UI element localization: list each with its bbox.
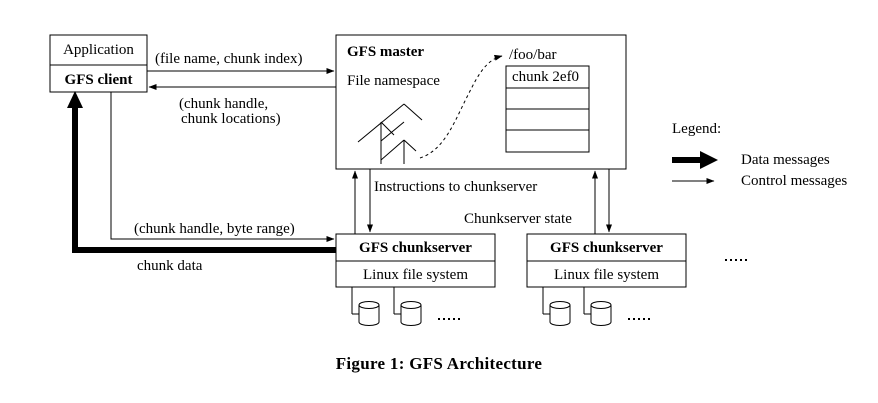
- chunkserver-1-fs: Linux file system: [363, 267, 468, 283]
- more-chunkservers: [725, 259, 747, 261]
- chunkserver-1-title: GFS chunkserver: [359, 240, 472, 256]
- reply-label-line1: (chunk handle,: [179, 96, 269, 112]
- namespace-tree: [357, 103, 423, 164]
- request-label: (file name, chunk index): [155, 51, 303, 67]
- figure-caption: Figure 1: GFS Architecture: [335, 354, 543, 373]
- legend-data-label: Data messages: [741, 152, 830, 168]
- chunkserver-1-disks: [351, 287, 422, 326]
- chunkserver-1-more-disks: [438, 318, 460, 320]
- chunk-data-arrow: [72, 106, 336, 253]
- chunkserver-2-disks: [542, 287, 612, 326]
- namespace-label: File namespace: [347, 73, 440, 89]
- legend-control-label: Control messages: [741, 173, 848, 189]
- chunkserver-state-label: Chunkserver state: [464, 211, 572, 227]
- namespace-link: [419, 54, 503, 159]
- chunk-data-label: chunk data: [137, 258, 203, 274]
- master-box: [335, 34, 627, 170]
- master-title: GFS master: [347, 44, 425, 60]
- chunkserver-2-fs: Linux file system: [554, 267, 659, 283]
- client-box: [49, 34, 148, 93]
- legend-data-arrow: [672, 151, 718, 169]
- path-label: /foo/bar: [509, 47, 557, 63]
- gfs-client-label: GFS client: [64, 72, 133, 88]
- reply-label-line2: chunk locations): [181, 111, 281, 127]
- chunk-label: chunk 2ef0: [512, 69, 580, 85]
- data-request-label: (chunk handle, byte range): [134, 221, 295, 237]
- application-label: Application: [63, 42, 134, 58]
- legend-title: Legend:: [672, 121, 722, 137]
- instructions-label: Instructions to chunkserver: [374, 179, 538, 195]
- data-request-arrow: [110, 92, 335, 242]
- chunkserver-2-more-disks: [628, 318, 650, 320]
- chunkserver-2-title: GFS chunkserver: [550, 240, 663, 256]
